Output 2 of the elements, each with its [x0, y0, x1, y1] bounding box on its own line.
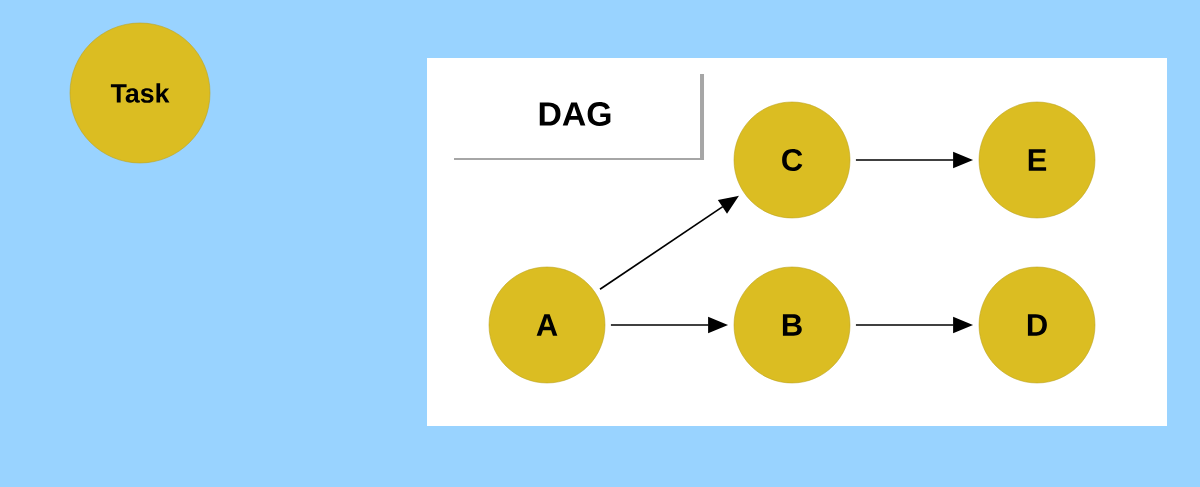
node-label: DAG [539, 102, 611, 126]
title-box: DAG [450, 70, 704, 160]
